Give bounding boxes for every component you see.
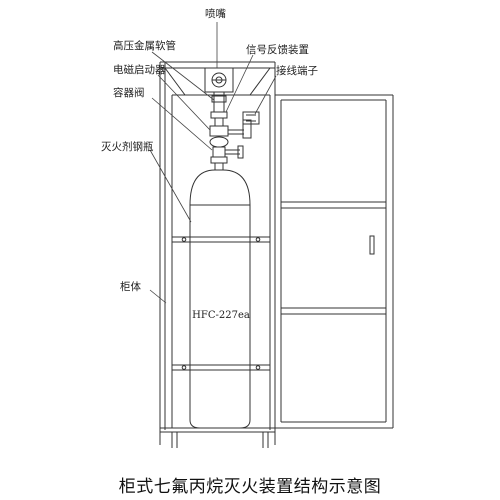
signal-label: 信号反馈装置 [246, 44, 309, 56]
cabinet-door [275, 94, 394, 429]
terminal-block [242, 111, 260, 125]
valve-label: 容器阀 [113, 87, 145, 99]
cabinet-label: 柜体 [120, 281, 141, 293]
cabinet-body [159, 61, 276, 448]
terminal-label: 接线端子 [276, 65, 318, 77]
cylinder-text: HFC-227ea [192, 310, 250, 321]
nozzle-label: 喷嘴 [205, 8, 226, 20]
leader-lines [149, 22, 277, 304]
solenoid-label: 电磁启动器 [113, 64, 166, 76]
hose-label: 高压金属软管 [113, 40, 176, 52]
metal-hose [210, 92, 228, 126]
cylinder-label: 灭火剂钢瓶 [101, 141, 154, 153]
diagram-caption: 柜式七氟丙烷灭火装置结构示意图 [118, 477, 382, 497]
agent-cylinder [189, 163, 251, 429]
container-valve [210, 145, 244, 164]
